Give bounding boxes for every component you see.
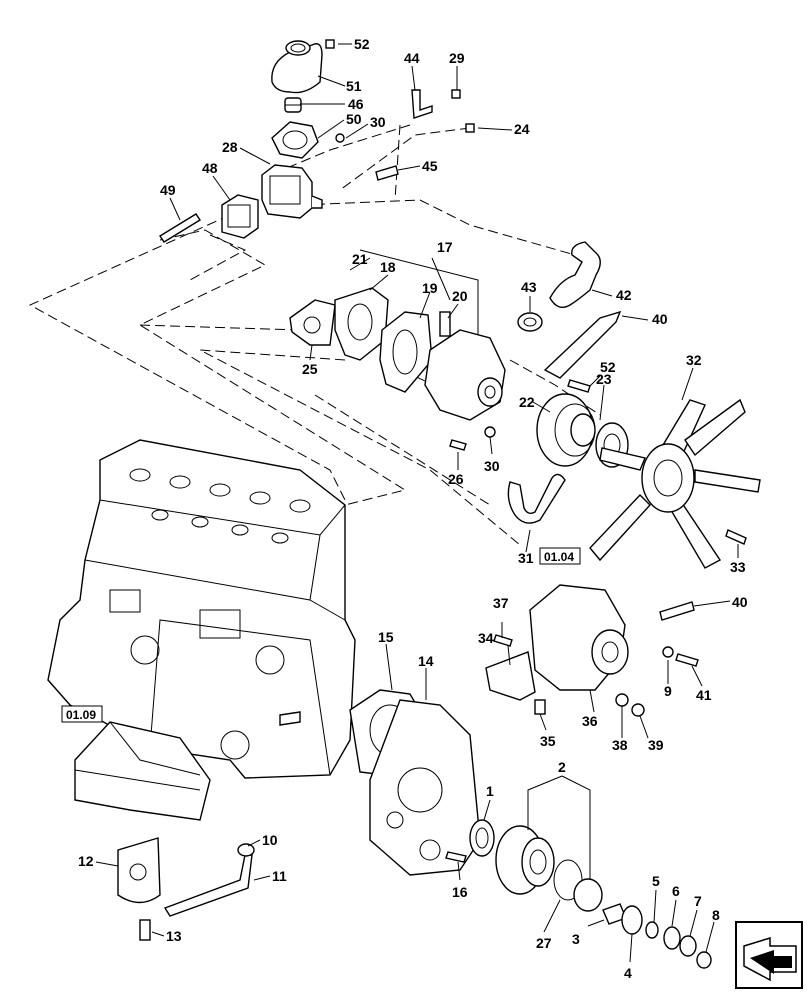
navigation-arrow-icon [735,921,803,989]
callout-39: 39 [648,737,664,753]
callout-33: 33 [730,559,746,575]
water-outlet-gasket [221,194,259,239]
callout-49: 49 [160,182,176,198]
callout-20: 20 [452,288,468,304]
callout-11: 11 [272,868,287,884]
callout-28: 28 [222,139,238,155]
callout-37: 37 [493,595,509,611]
engine-mount-12 [117,837,161,904]
alternator-bracket-34 [485,651,536,701]
oil-seal-1 [469,819,495,857]
callout-19: 19 [422,280,438,296]
bolts-26-30 [449,426,496,451]
callout-30-mid: 30 [484,458,500,474]
callout-4: 4 [624,965,632,981]
callout-35: 35 [540,733,556,749]
callout-13: 13 [166,928,182,944]
callout-31: 31 [518,550,534,566]
callout-43: 43 [521,279,537,295]
callout-40-alt: 40 [732,594,748,610]
hose-42 [549,241,601,308]
callout-9: 9 [664,683,672,699]
bolt-33 [725,529,747,545]
callout-36: 36 [582,713,598,729]
engine-mount-bracket [74,721,211,821]
callout-22: 22 [519,394,535,410]
cooling-fan-32 [589,398,761,569]
callout-34: 34 [478,630,494,646]
callout-32: 32 [686,352,702,368]
water-pump-gasket-25 [289,299,336,346]
callout-21: 21 [352,251,368,267]
bolt-52-fan [567,379,591,393]
callout-5: 5 [652,873,660,889]
callout-6: 6 [672,883,680,899]
callout-15: 15 [378,629,394,645]
alternator-small-parts [493,634,699,717]
water-pump-gasket-19 [379,311,433,393]
callout-14: 14 [418,653,434,669]
hose-clamp-43 [517,312,543,332]
callout-50: 50 [346,111,362,127]
thermostat-gasket [271,121,319,159]
callout-16: 16 [452,884,468,900]
thermostat-housing [261,164,323,219]
idler-gear-2 [495,825,555,895]
callout-2: 2 [558,759,566,775]
fan-pulley-22 [536,393,596,467]
water-pump-17 [424,311,506,421]
callout-27: 27 [536,935,552,951]
callout-8: 8 [712,907,720,923]
callout-46: 46 [348,96,364,112]
idler-shaft [573,878,603,912]
callout-3: 3 [572,931,580,947]
callout-48: 48 [202,160,218,176]
callout-25: 25 [302,361,318,377]
leader-lines [95,43,739,963]
bracket-44 [411,89,433,119]
callout-52-mid: 52 [600,359,616,375]
water-pump-plate-18 [334,287,389,361]
callout-23: 23 [596,371,612,387]
callout-30-top: 30 [370,114,386,130]
callout-44: 44 [404,50,420,66]
bypass-pipe [159,213,201,243]
reference-label-0109: 01.09 [66,708,96,722]
callout-24: 24 [514,121,530,137]
callout-10: 10 [262,832,278,848]
reference-box-0104: 01.04 [539,547,581,565]
callout-12: 12 [78,853,94,869]
callout-7: 7 [694,893,702,909]
gear-parts-3-8 [602,903,712,969]
reference-label-0104: 01.04 [544,550,574,564]
reference-box-0109: 01.09 [61,705,103,723]
thermostat-cover [271,40,323,94]
callout-41: 41 [696,687,712,703]
oil-pipe-11 [163,843,255,917]
callout-45: 45 [422,158,438,174]
thermostat [284,97,302,113]
callout-labels: 52 51 46 50 30 28 48 49 44 29 24 45 21 1… [78,36,748,981]
alternator-belt-adjuster-40 [659,601,695,621]
callout-26: 26 [448,471,464,487]
bolt-13 [139,919,151,941]
v-belt-31 [507,473,566,524]
callout-40-top: 40 [652,311,668,327]
callout-52-top: 52 [354,36,370,52]
callout-38: 38 [612,737,628,753]
small-bolts-top [325,39,475,181]
engine-block [47,439,356,779]
callout-17: 17 [437,239,453,255]
bolt-16 [445,851,467,863]
alternator-36 [529,584,629,691]
callout-42: 42 [616,287,632,303]
callout-18: 18 [380,259,396,275]
callout-51: 51 [346,78,362,94]
fan-belt-adjuster-40 [543,310,622,379]
callout-1: 1 [486,783,494,799]
callout-29: 29 [449,50,465,66]
